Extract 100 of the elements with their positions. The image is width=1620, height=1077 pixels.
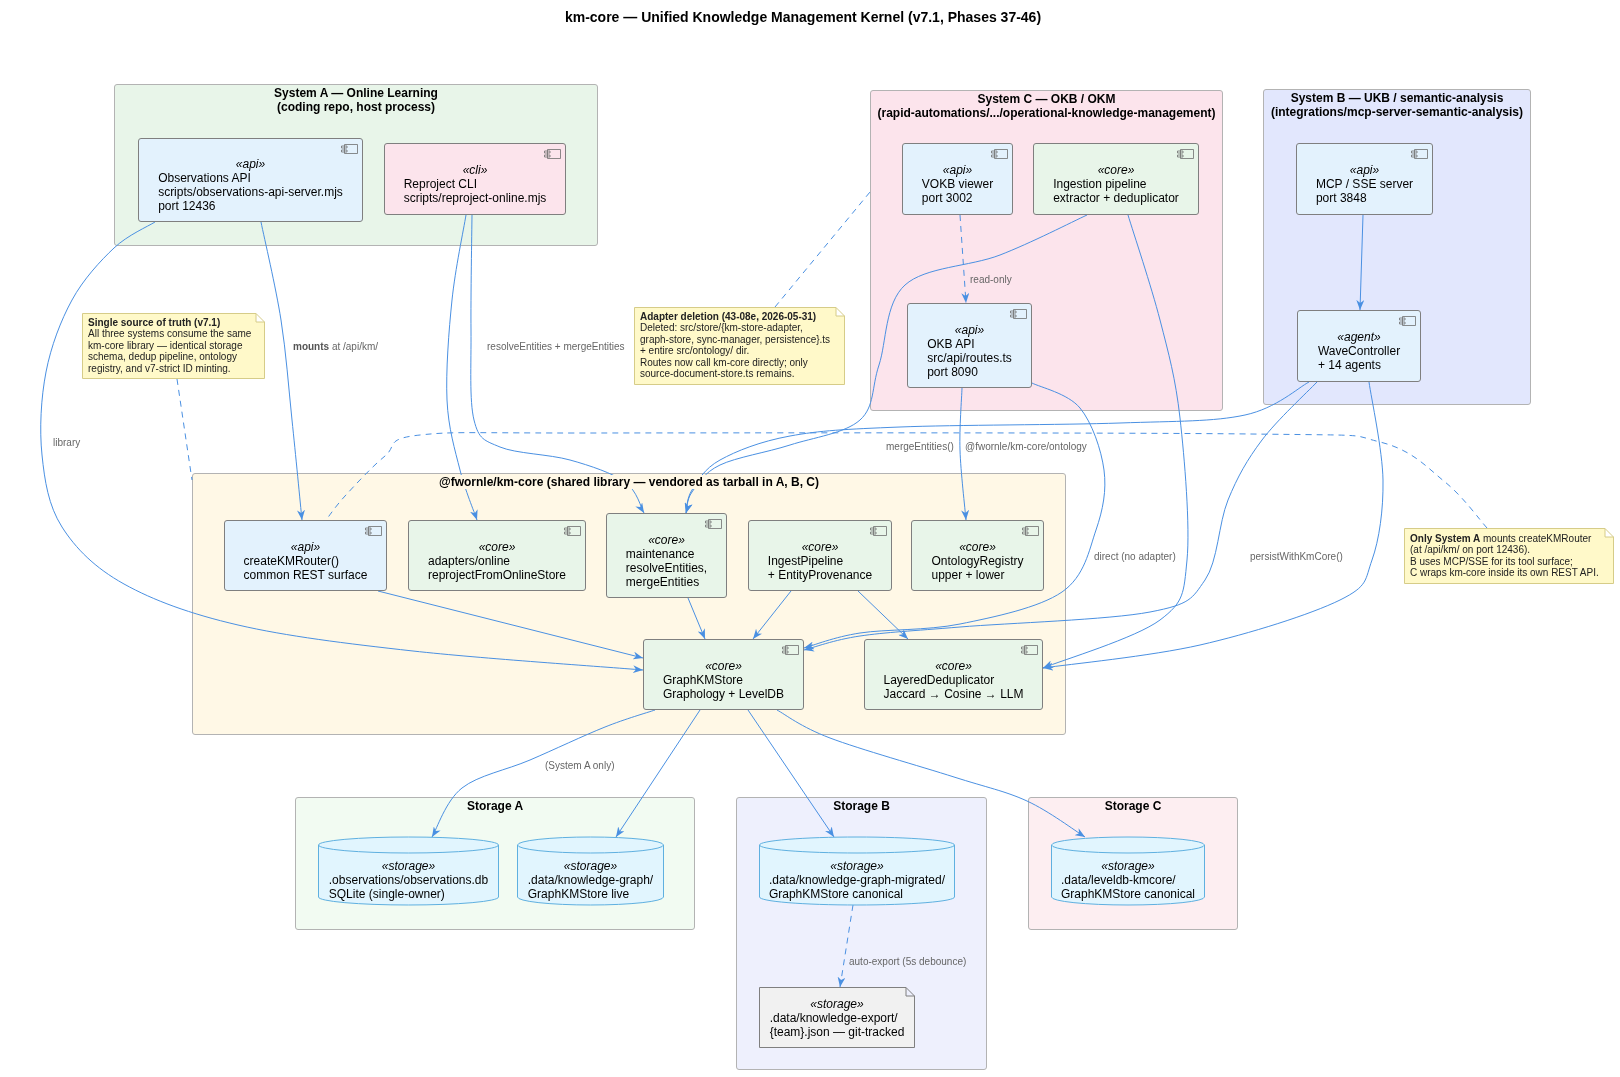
- note: [1404, 528, 1614, 584]
- component-box: [384, 143, 566, 215]
- component-box: [911, 520, 1044, 591]
- note-text: All three systems consume the same km-core library — identical storage schema, dedup pipeline, ontology registry, and v7-strict ID minting.: [88, 328, 253, 375]
- component-box: [1297, 310, 1421, 382]
- note-heading: Adapter deletion (43-08e, 2026-05-31): [640, 311, 817, 323]
- note-text: Deleted: src/store/{km-store-adapter, graph-store, sync-manager, persistence}.ts + entire src/ontology/ dir.: [640, 322, 832, 357]
- component-label: port 8090: [927, 364, 978, 379]
- component-label: WaveController: [1317, 344, 1401, 358]
- component-box: [864, 639, 1043, 710]
- component-label: adapters/online: [427, 553, 511, 568]
- edge-label: (System A only): [545, 760, 615, 772]
- stereotype-label: «api»: [1349, 163, 1380, 177]
- edge-label: @fwornle/km-core/ontology: [965, 441, 1087, 453]
- storage-label: .data/knowledge-export/: [769, 1010, 898, 1025]
- group-panel: [1028, 797, 1238, 930]
- component-label: src/api/routes.ts: [927, 350, 1012, 365]
- storage-label: .data/leveldb-kmcore/: [1060, 873, 1176, 887]
- stereotype-label: «core»: [801, 539, 839, 554]
- component-label: common REST surface: [243, 567, 368, 582]
- note-heading: Single source of truth (v7.1): [88, 317, 221, 329]
- group-subtitle: (coding repo, host process): [275, 100, 437, 114]
- group-panel: [1263, 89, 1531, 405]
- edge-label: persistWithKmCore(): [1250, 551, 1343, 563]
- arrow: [1042, 381, 1384, 671]
- edge-label: direct (no adapter): [1094, 551, 1176, 563]
- edge-label: read-only: [970, 274, 1012, 286]
- component-label: Reproject CLI: [403, 177, 477, 191]
- component-label: OntologyRegistry: [931, 553, 1024, 568]
- arrow: [446, 214, 478, 521]
- edge-label: mergeEntities(): [886, 441, 954, 453]
- arrow: [431, 709, 656, 838]
- arrow: [615, 709, 701, 838]
- component-box: [643, 639, 804, 710]
- arrow: [684, 381, 1310, 514]
- component-label: + 14 agents: [1317, 358, 1381, 372]
- component-box: [902, 143, 1013, 215]
- component-label: MCP / SSE server: [1315, 177, 1414, 191]
- component-label: upper + lower: [931, 567, 1005, 582]
- note: [634, 307, 845, 385]
- database-cylinder: [318, 837, 499, 905]
- arrow: [803, 382, 1106, 650]
- dashed-connector: [176, 378, 193, 481]
- group-title: Storage B: [831, 799, 892, 813]
- component-box: [907, 303, 1032, 388]
- arrow: [260, 221, 305, 521]
- stereotype-label: «storage»: [1101, 859, 1155, 873]
- component-box: [1033, 143, 1199, 215]
- arrow: [959, 387, 970, 521]
- stereotype-label: «core»: [1097, 163, 1135, 177]
- group-title: @fwornle/km-core (shared library — vendored as tarball in A, B, C): [437, 475, 821, 489]
- stereotype-label: «core»: [478, 539, 516, 554]
- storage-label: .data/knowledge-graph-migrated/: [768, 873, 946, 887]
- component-label: port 3002: [921, 191, 973, 205]
- stereotype-label: «cli»: [462, 163, 488, 177]
- group-panel: [295, 797, 695, 930]
- component-label: GraphKMStore: [662, 672, 743, 687]
- component-label: LayeredDeduplicator: [883, 672, 995, 687]
- group-panel: [870, 90, 1223, 411]
- storage-label: SQLite (single-owner): [328, 887, 445, 901]
- arrow: [40, 221, 644, 674]
- arrow: [776, 709, 1086, 838]
- dashed-connector: [774, 191, 871, 308]
- arrow: [747, 709, 835, 838]
- note: [82, 313, 265, 379]
- storage-label: GraphKMStore canonical: [1060, 887, 1196, 901]
- database-cylinder: [517, 837, 664, 905]
- component-label: Jaccard → Cosine → LLM: [883, 686, 1024, 701]
- component-box: [138, 138, 363, 222]
- arrow: [1356, 214, 1365, 311]
- component-label: port 3848: [1315, 191, 1367, 205]
- arrow: [803, 381, 1318, 652]
- group-title: Storage C: [1102, 799, 1164, 813]
- component-label: createKMRouter(): [243, 553, 339, 568]
- arrow: [857, 590, 909, 640]
- stereotype-label: «core»: [705, 658, 742, 673]
- group-title: System C — OKB / OKM: [975, 92, 1118, 106]
- stereotype-label: «agent»: [1337, 330, 1381, 344]
- arrow: [752, 590, 792, 640]
- arrow: [687, 597, 706, 640]
- dashed-arrow: [837, 904, 854, 988]
- component-label: VOKB viewer: [921, 177, 994, 191]
- stereotype-label: «core»: [935, 658, 972, 673]
- note-text: Only System A mounts createKMRouter (at /api/km/ on port 12436).: [1410, 533, 1593, 556]
- arrow: [1042, 214, 1189, 669]
- note-text: C wraps km-core inside its own REST API.: [1410, 567, 1599, 579]
- database-cylinder: [759, 837, 955, 905]
- database-cylinder: [1051, 837, 1205, 905]
- component-label: scripts/reproject-online.mjs: [403, 191, 547, 205]
- stereotype-label: «storage»: [381, 859, 436, 873]
- note-text: B uses MCP/SSE for its tool surface;: [1410, 555, 1573, 568]
- component-label: reprojectFromOnlineStore: [427, 567, 567, 582]
- group-title: Storage A: [464, 799, 526, 813]
- group-panel: [192, 473, 1066, 735]
- edge-label: auto-export (5s debounce): [849, 956, 967, 968]
- storage-label: GraphKMStore live: [527, 887, 630, 901]
- storage-label: {team}.json — git-tracked: [769, 1024, 905, 1039]
- component-label: Observations API: [158, 171, 251, 185]
- edge-label: resolveEntities + mergeEntities: [487, 341, 625, 353]
- storage-label: .data/knowledge-graph/: [527, 873, 654, 887]
